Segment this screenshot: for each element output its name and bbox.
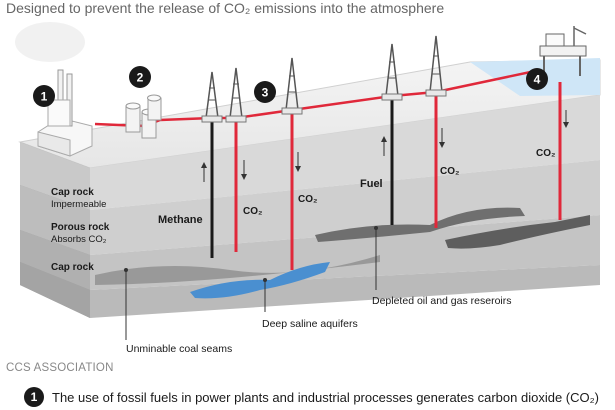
- left-layer-4: [20, 262, 90, 318]
- depleted-reservoir-2: [445, 215, 590, 249]
- smoke-icon: [15, 22, 85, 62]
- left-layer-3: [20, 230, 90, 290]
- arrow-down-4: [563, 110, 569, 128]
- caption-text: The use of fossil fuels in power plants …: [52, 389, 599, 405]
- arrow-down-2: [295, 152, 301, 172]
- depleted-reservoir-1: [315, 207, 525, 242]
- derrick-icon-2: [225, 67, 247, 123]
- coal-seam: [95, 255, 380, 285]
- label-absorbs: Absorbs CO₂: [51, 234, 107, 245]
- badge-3: 3: [254, 81, 276, 103]
- label-coal: Unminable coal seams: [126, 343, 232, 355]
- label-aquifers: Deep saline aquifers: [262, 318, 358, 330]
- saline-aquifer: [190, 262, 330, 299]
- derrick-icon-1: [201, 71, 223, 123]
- svg-text:1: 1: [41, 90, 48, 104]
- layer-4: [90, 265, 600, 318]
- label-co2-a: CO₂: [243, 206, 262, 217]
- caption-badge: 1: [24, 387, 44, 407]
- label-fuel: Fuel: [360, 178, 383, 190]
- svg-text:4: 4: [534, 73, 541, 87]
- badge-1: 1: [33, 85, 55, 107]
- label-co2-b: CO₂: [298, 194, 317, 205]
- label-co2-d: CO₂: [536, 148, 555, 159]
- left-layer-2: [20, 185, 90, 255]
- left-layer-1: [20, 142, 90, 210]
- layer-1: [90, 95, 600, 210]
- offshore-platform-icon: [539, 26, 587, 76]
- source-credit: CCS ASSOCIATION: [6, 362, 114, 374]
- derrick-icon-3: [281, 57, 303, 115]
- arrow-up-fuel: [381, 136, 387, 156]
- power-plant-icon: [37, 69, 93, 157]
- label-cap-rock-bottom: Cap rock: [51, 262, 94, 273]
- arrow-up-methane: [201, 162, 207, 182]
- derrick-icon-5: [425, 35, 447, 97]
- arrow-down-3: [439, 128, 445, 148]
- badge-4: 4: [526, 68, 548, 90]
- label-impermeable: Impermeable: [51, 199, 106, 210]
- svg-text:2: 2: [137, 71, 144, 85]
- label-porous-rock: Porous rock: [51, 222, 110, 233]
- derrick-icon-4: [381, 43, 403, 101]
- badge-2: 2: [129, 66, 151, 88]
- label-methane: Methane: [158, 214, 203, 226]
- label-co2-c: CO₂: [440, 166, 459, 177]
- svg-text:3: 3: [262, 86, 269, 100]
- caption-row: 1 The use of fossil fuels in power plant…: [24, 387, 599, 407]
- layer-2: [90, 160, 600, 255]
- label-cap-rock-top: Cap rock: [51, 187, 94, 198]
- diagram-title: Designed to prevent the release of CO₂ e…: [6, 0, 445, 16]
- label-reservoirs: Depleted oil and gas reseroirs: [372, 295, 512, 307]
- arrow-down-1: [241, 160, 247, 180]
- storage-tanks-icon: [125, 94, 162, 139]
